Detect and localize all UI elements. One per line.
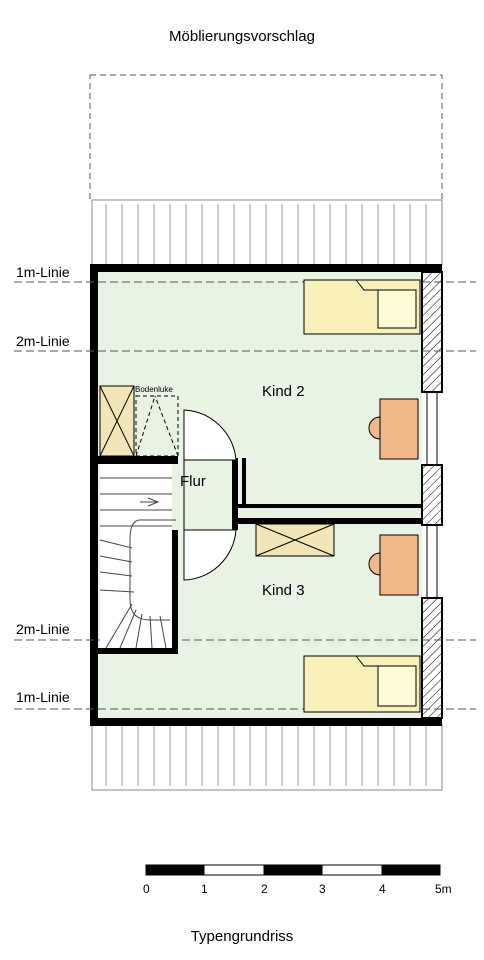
scale-label-5: 5m (435, 882, 452, 896)
wardrobe-kind3 (255, 523, 335, 557)
label-2m-top: 2m-Linie (16, 333, 70, 349)
outer-walls (90, 264, 442, 726)
scale-label-2: 2 (261, 882, 268, 896)
bodenluke-hatch (135, 395, 179, 457)
page-subtitle: Typengrundriss (190, 928, 294, 945)
scale-label-0: 0 (143, 882, 150, 896)
bed-kind3 (303, 655, 421, 713)
bed-kind2 (303, 279, 421, 335)
scale-label-4: 4 (379, 882, 386, 896)
scale-label-3: 3 (319, 882, 326, 896)
label-1m-top: 1m-Linie (16, 264, 70, 280)
roof-rafters-top (91, 199, 443, 266)
page-title: Möblierungsvorschlag (169, 28, 315, 45)
label-1m-bottom: 1m-Linie (16, 689, 70, 705)
scale-label-1: 1 (201, 882, 208, 896)
scale-bar (145, 864, 441, 876)
interior-walls (98, 456, 422, 654)
room-label-kind3: Kind 3 (262, 582, 305, 599)
label-bodenluke: Bodenluke (135, 385, 173, 394)
storage-cabinet (99, 385, 135, 457)
right-wall (421, 271, 443, 719)
right-windows (426, 392, 438, 598)
room-label-flur: Flur (180, 473, 206, 490)
room-label-kind2: Kind 2 (262, 383, 305, 400)
label-2m-bottom: 2m-Linie (16, 621, 70, 637)
desk-kind3 (368, 534, 419, 596)
desk-kind2 (368, 398, 419, 460)
roof-rafters-bottom (91, 724, 443, 791)
stairs (99, 464, 176, 649)
roof-outline-top (89, 74, 443, 201)
door-swings (183, 409, 237, 581)
